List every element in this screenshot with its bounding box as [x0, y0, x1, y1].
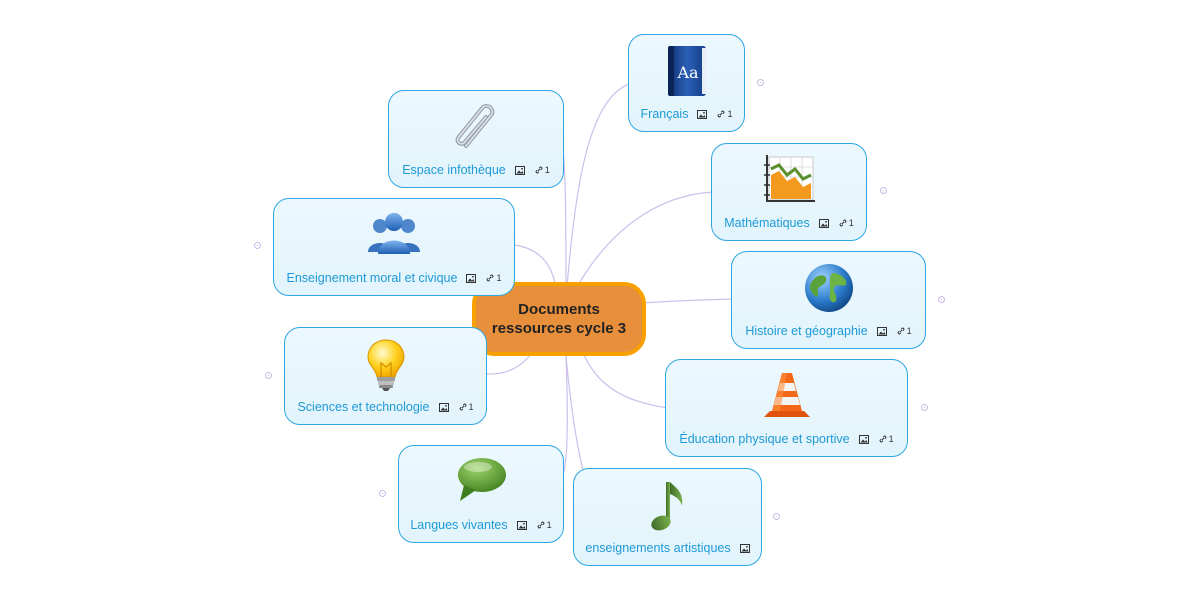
expand-handle-francais[interactable] — [757, 79, 764, 86]
link-icon[interactable] — [838, 218, 848, 228]
image-icon — [516, 520, 527, 530]
topic-histoire-et-geographie[interactable]: Histoire et géographie 1 — [731, 251, 926, 349]
expand-handle-sciences[interactable] — [265, 372, 272, 379]
link-count: 1 — [468, 402, 474, 412]
link-icon[interactable] — [536, 520, 546, 530]
link-count: 1 — [544, 165, 550, 175]
svg-text:Aa: Aa — [676, 63, 699, 82]
expand-handle-arts[interactable] — [773, 513, 780, 520]
topic-enseignement-moral-et-civique[interactable]: Enseignement moral et civique 1 — [273, 198, 515, 296]
topic-label: Français — [640, 107, 689, 121]
speech-bubble-icon — [399, 455, 563, 511]
lightbulb-icon — [285, 337, 486, 393]
central-topic[interactable]: Documents ressources cycle 3 — [472, 282, 646, 356]
book-icon: Aa — [629, 44, 744, 100]
topic-espace-infotheque[interactable]: Espace infothèque 1 — [388, 90, 564, 188]
topic-label: Éducation physique et sportive — [679, 432, 850, 446]
topic-label: Histoire et géographie — [745, 324, 868, 338]
image-icon — [818, 218, 829, 228]
link-count: 1 — [727, 109, 733, 119]
people-icon — [274, 208, 514, 264]
image-icon — [739, 543, 750, 553]
topic-langues-vivantes[interactable]: Langues vivantes 1 — [398, 445, 564, 543]
topic-label: Enseignement moral et civique — [286, 271, 458, 285]
topic-education-physique-et-sportive[interactable]: Éducation physique et sportive 1 — [665, 359, 908, 457]
topic-mathematiques[interactable]: Mathématiques 1 — [711, 143, 867, 241]
image-icon — [466, 273, 477, 283]
link-icon[interactable] — [716, 109, 726, 119]
topic-sciences-et-technologie[interactable]: Sciences et technologie 1 — [284, 327, 487, 425]
link-icon[interactable] — [485, 273, 495, 283]
topic-enseignements-artistiques[interactable]: enseignements artistiques — [573, 468, 762, 566]
topic-label: Sciences et technologie — [297, 400, 430, 414]
expand-handle-langues[interactable] — [379, 490, 386, 497]
image-icon — [514, 165, 525, 175]
paperclip-icon — [389, 100, 563, 156]
expand-handle-mathematiques[interactable] — [880, 187, 887, 194]
link-count: 1 — [848, 218, 854, 228]
chart-icon — [712, 153, 866, 209]
expand-handle-emc[interactable] — [254, 242, 261, 249]
link-icon[interactable] — [458, 402, 468, 412]
image-icon — [876, 326, 887, 336]
topic-label: enseignements artistiques — [585, 541, 731, 555]
expand-handle-eps[interactable] — [921, 404, 928, 411]
link-count: 1 — [888, 434, 894, 444]
link-count: 1 — [906, 326, 912, 336]
image-icon — [438, 402, 449, 412]
image-icon — [858, 434, 869, 444]
expand-handle-histoire-geo[interactable] — [938, 296, 945, 303]
music-note-icon — [574, 478, 761, 534]
topic-francais[interactable]: Aa Français 1 — [628, 34, 745, 132]
link-icon[interactable] — [896, 326, 906, 336]
link-count: 1 — [546, 520, 552, 530]
topic-label: Mathématiques — [724, 216, 810, 230]
globe-icon — [732, 261, 925, 317]
topic-label: Espace infothèque — [402, 163, 506, 177]
image-icon — [697, 109, 708, 119]
traffic-cone-icon — [666, 369, 907, 425]
link-icon[interactable] — [878, 434, 888, 444]
link-icon[interactable] — [534, 165, 544, 175]
central-topic-label: Documents ressources cycle 3 — [491, 301, 627, 337]
link-count: 1 — [496, 273, 502, 283]
topic-label: Langues vivantes — [410, 518, 508, 532]
